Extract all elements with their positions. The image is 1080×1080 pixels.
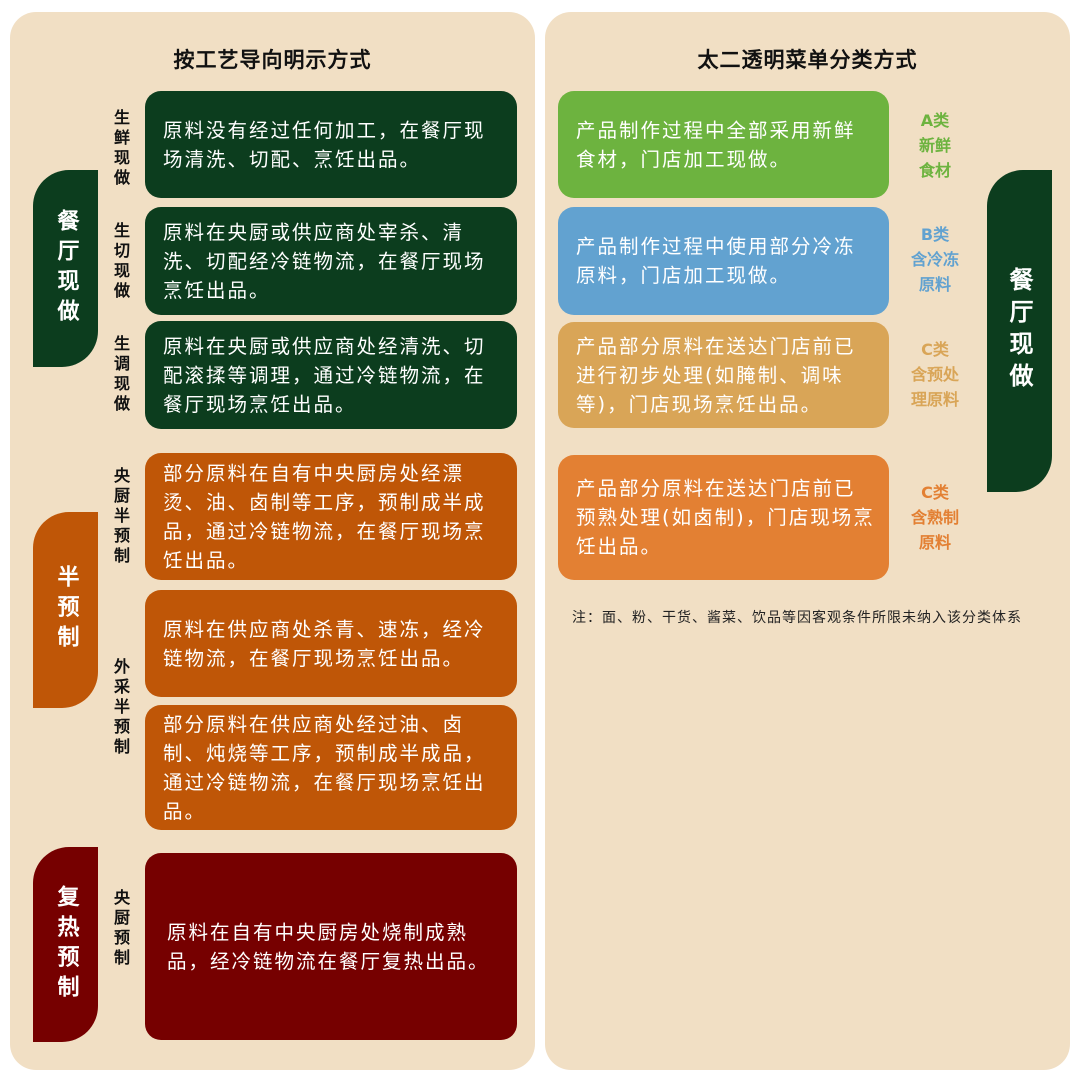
sublabel: 央厨半预制 (111, 467, 130, 567)
process-box: 原料没有经过任何加工，在餐厅现场清洗、切配、烹饪出品。 (145, 91, 517, 198)
group-tab-reheat-prepared: 复热预制 (33, 847, 98, 1042)
process-box: 原料在供应商处杀青、速冻，经冷链物流，在餐厅现场烹饪出品。 (145, 590, 517, 697)
category-label-b: B类含冷冻原料 (900, 222, 970, 297)
category-label-a: A类新鲜食材 (900, 108, 970, 183)
right-panel-title: 太二透明菜单分类方式 (697, 48, 918, 72)
group-tab-semi-prepared: 半预制 (33, 512, 98, 708)
sublabel: 生切现做 (111, 221, 130, 302)
sublabel: 生调现做 (111, 334, 130, 415)
category-box-c1: 产品部分原料在送达门店前已进行初步处理(如腌制、调味等)，门店现场烹饪出品。 (558, 322, 889, 428)
category-desc: 新鲜食材 (918, 136, 951, 180)
category-desc: 含冷冻原料 (910, 250, 959, 294)
left-panel-title: 按工艺导向明示方式 (173, 48, 372, 72)
category-desc: 含熟制原料 (910, 508, 959, 552)
category-box-b: 产品制作过程中使用部分冷冻原料，门店加工现做。 (558, 207, 889, 315)
category-label-c2: C类含熟制原料 (900, 480, 970, 555)
category-class: C类 (921, 483, 949, 502)
process-box: 原料在自有中央厨房处烧制成熟品，经冷链物流在餐厅复热出品。 (145, 853, 517, 1040)
group-tab-dine-in: 餐厅现做 (33, 170, 98, 367)
sublabel: 外采半预制 (111, 658, 130, 758)
process-box: 部分原料在自有中央厨房处经漂烫、油、卤制等工序，预制成半成品，通过冷链物流，在餐… (145, 453, 517, 580)
category-class: A类 (920, 111, 950, 130)
footnote: 注：面、粉、干货、酱菜、饮品等因客观条件所限未纳入该分类体系 (572, 610, 1022, 626)
category-box-a: 产品制作过程中全部采用新鲜食材，门店加工现做。 (558, 91, 889, 198)
category-class: B类 (920, 225, 950, 244)
category-class: C类 (921, 340, 949, 359)
category-desc: 含预处理原料 (910, 365, 959, 409)
process-box: 部分原料在供应商处经过油、卤制、炖烧等工序，预制成半成品，通过冷链物流，在餐厅现… (145, 705, 517, 830)
right-tab-dine-in: 餐厅现做 (987, 170, 1052, 492)
sublabel: 生鲜现做 (111, 108, 130, 189)
process-box: 原料在央厨或供应商处经清洗、切配滚揉等调理，通过冷链物流，在餐厅现场烹饪出品。 (145, 321, 517, 429)
process-box: 原料在央厨或供应商处宰杀、清洗、切配经冷链物流，在餐厅现场烹饪出品。 (145, 207, 517, 315)
category-box-c2: 产品部分原料在送达门店前已预熟处理(如卤制)，门店现场烹饪出品。 (558, 455, 889, 580)
sublabel: 央厨预制 (111, 888, 130, 969)
category-label-c1: C类含预处理原料 (900, 337, 970, 412)
